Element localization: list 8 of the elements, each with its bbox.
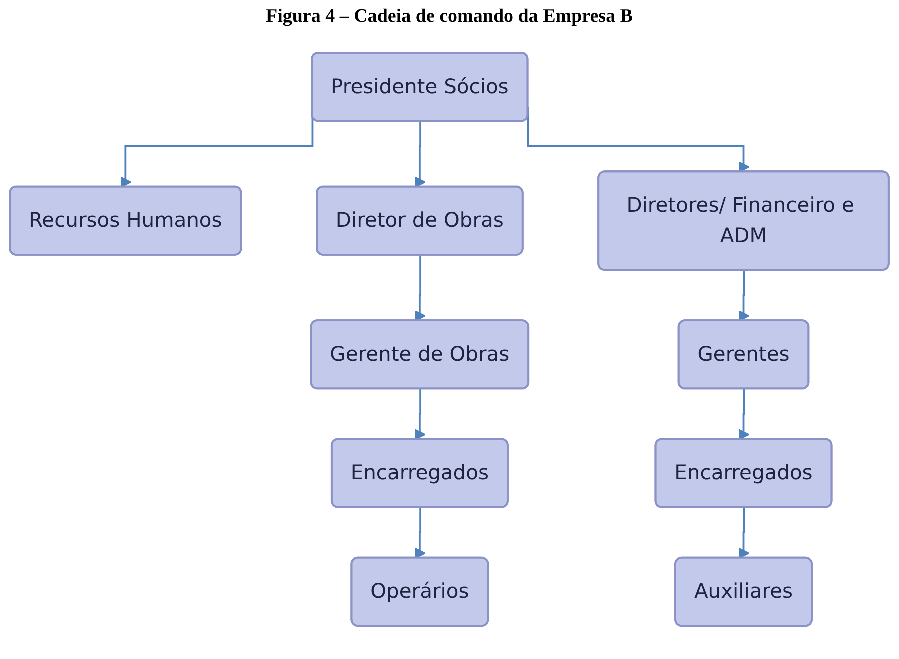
- arrow: [738, 270, 750, 322]
- arrow: [414, 122, 426, 188]
- arrow: [414, 389, 426, 440]
- arrow: [738, 389, 750, 440]
- arrow: [738, 508, 750, 559]
- arrow: [414, 256, 426, 322]
- arrow: [414, 508, 426, 559]
- figure-title: Figura 4 – Cadeia de comando da Empresa B: [264, 6, 634, 28]
